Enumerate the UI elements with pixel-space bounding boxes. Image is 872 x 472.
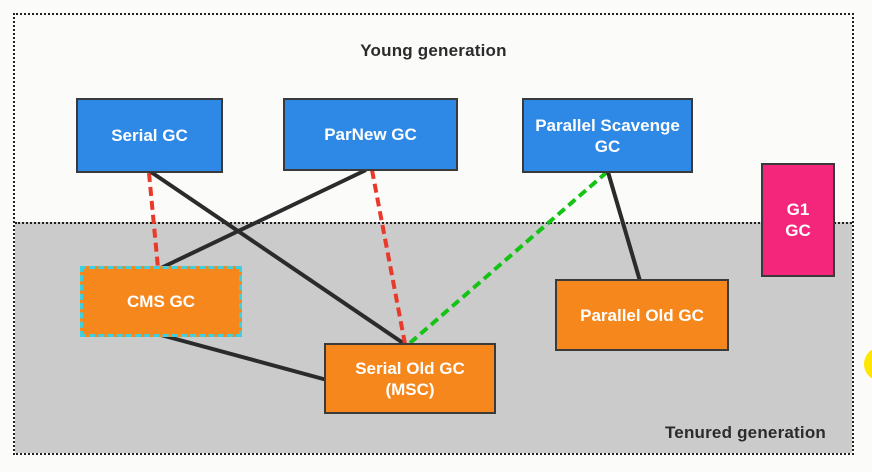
edge-parallel-scavenge-gc-to-parallel-old-gc bbox=[606, 171, 642, 282]
node-parallel-old-gc-label: Parallel Old GC bbox=[580, 305, 704, 325]
edge-serial-gc-to-serial-old-gc bbox=[149, 170, 408, 347]
node-serial-old-gc-label: Serial Old GC(MSC) bbox=[355, 358, 465, 399]
node-parnew-gc: ParNew GC bbox=[283, 98, 458, 171]
tenured-generation-label: Tenured generation bbox=[664, 423, 826, 442]
edge-parallel-scavenge-gc-to-serial-old-gc bbox=[408, 170, 609, 345]
young-generation-label: Young generation bbox=[360, 41, 507, 60]
node-parallel-old-gc: Parallel Old GC bbox=[555, 279, 729, 351]
node-serial-gc-label: Serial GC bbox=[111, 126, 188, 145]
edge-parnew-gc-to-serial-old-gc bbox=[370, 169, 407, 345]
node-serial-old-gc: Serial Old GC(MSC) bbox=[324, 343, 496, 414]
node-cms-gc: CMS GC bbox=[80, 266, 242, 337]
node-cms-gc-label: CMS GC bbox=[127, 292, 195, 311]
edge-serial-gc-to-cms-gc bbox=[147, 172, 160, 269]
yellow-pointer-marker bbox=[864, 347, 872, 381]
edge-cms-gc-to-serial-old-gc bbox=[160, 333, 328, 382]
node-serial-gc: Serial GC bbox=[76, 98, 223, 173]
edge-parnew-gc-to-cms-gc bbox=[160, 168, 367, 270]
node-parnew-gc-label: ParNew GC bbox=[324, 125, 417, 144]
diagram-outer-border bbox=[13, 13, 854, 455]
